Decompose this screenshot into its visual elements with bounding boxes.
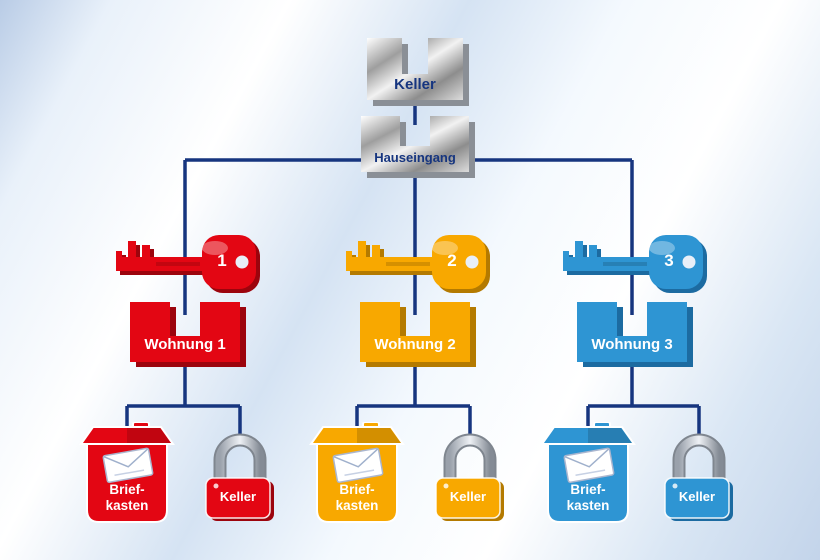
- key-2-icon: 2: [340, 231, 490, 293]
- key-3-number: 3: [664, 251, 674, 270]
- lock-symbol-icon: [361, 116, 475, 178]
- lock-symbol-icon: [577, 302, 693, 367]
- mailbox-2-icon: Brief- kasten: [307, 422, 407, 530]
- lock-symbol-icon: [360, 302, 476, 367]
- mailbox-3-icon: Brief- kasten: [538, 422, 638, 530]
- key-3-icon: 3: [557, 231, 707, 293]
- key-2-number: 2: [447, 251, 457, 270]
- lock-symbol-icon: [367, 38, 469, 106]
- node-hauseingang: Hauseingang: [361, 116, 475, 178]
- key-1-number: 1: [217, 251, 227, 270]
- padlock-3-icon: Keller: [661, 424, 737, 524]
- node-keller-master: Keller: [367, 38, 469, 106]
- key-1-icon: 1: [110, 231, 260, 293]
- padlock-2-icon: Keller: [432, 424, 508, 524]
- lock-symbol-icon: [130, 302, 246, 367]
- mailbox-1-icon: Brief- kasten: [77, 422, 177, 530]
- node-wohnung-1: Wohnung 1: [130, 302, 246, 368]
- padlock-1-icon: Keller: [202, 424, 278, 524]
- node-wohnung-2: Wohnung 2: [360, 302, 476, 368]
- node-wohnung-3: Wohnung 3: [577, 302, 693, 368]
